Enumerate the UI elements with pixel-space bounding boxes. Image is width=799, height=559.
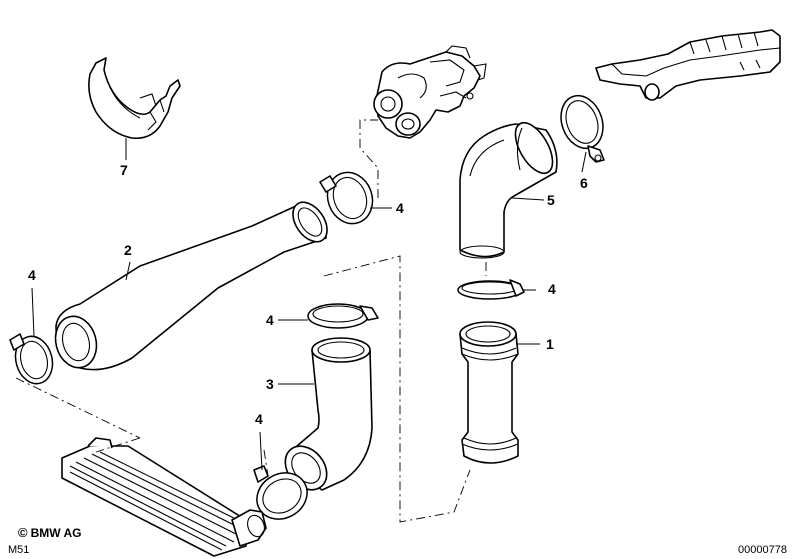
assembly-lines <box>15 119 487 523</box>
part-4-clamp-left <box>9 333 54 385</box>
part-1-straight-hose <box>459 321 519 464</box>
part-7-bracket <box>88 57 181 140</box>
part-4-clamp-right <box>457 279 525 300</box>
callout-4-right: 4 <box>548 281 556 297</box>
part-5-elbow-hose <box>459 121 558 259</box>
callout-4-middle: 4 <box>266 312 274 328</box>
callout-6: 6 <box>580 175 588 191</box>
intake-manifold <box>595 29 781 101</box>
part-4-clamp-bottom <box>253 465 308 520</box>
callout-3: 3 <box>266 376 274 392</box>
turbocharger <box>373 45 487 139</box>
part-2-charge-pipe <box>54 201 328 371</box>
drawing-number: 00000778 <box>738 544 787 556</box>
copyright-notice: ©BMW AG <box>18 525 81 540</box>
part-4-clamp-middle <box>307 303 379 329</box>
model-code: M51 <box>8 544 30 556</box>
copyright-text: BMW AG <box>30 526 82 540</box>
callout-4-top: 4 <box>396 200 404 216</box>
callout-2: 2 <box>124 242 132 258</box>
part-4-clamp-top <box>319 171 374 225</box>
copyright-symbol: © <box>18 525 28 540</box>
callout-4-left: 4 <box>28 267 36 283</box>
callout-4-bottom: 4 <box>255 411 263 427</box>
intercooler <box>61 437 267 557</box>
callout-1: 1 <box>546 336 554 352</box>
part-6-clamp <box>560 94 605 163</box>
leader-lines <box>31 138 587 471</box>
callout-7: 7 <box>120 162 128 178</box>
callout-5: 5 <box>547 192 555 208</box>
